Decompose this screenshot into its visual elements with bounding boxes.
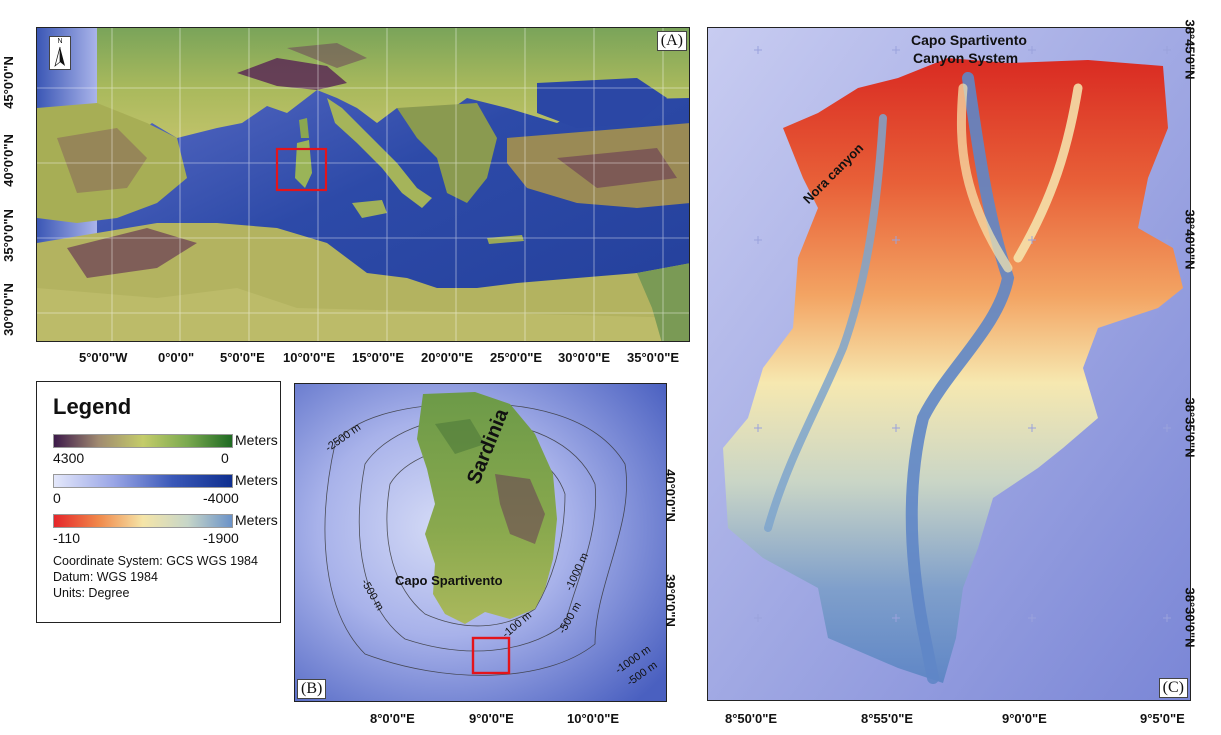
panel-a-x-tick: 30°0'0"E [558, 350, 611, 365]
canyon-depth-color-ramp [53, 514, 233, 528]
panel-a-x-tick: 10°0'0"E [283, 350, 336, 365]
panel-c-x-tick: 9°0'0"E [1002, 711, 1047, 726]
ramp-unit-label: Meters [235, 432, 278, 448]
ramp-min-label: 4300 [53, 450, 85, 466]
legend: Legend Meters 4300 0 Meters 0 -4000 Mete… [36, 381, 281, 623]
panel-a-letter: (A) [656, 31, 687, 51]
panel-a-y-tick: 30°0'0"N [0, 283, 16, 336]
study-area-box [471, 636, 511, 675]
panel-b-map: Sardinia Capo Spartivento -2500 m -500 m… [294, 383, 667, 702]
panel-c-y-tick: 38°45'0"N [1182, 19, 1198, 80]
units-text: Units: Degree [53, 586, 130, 600]
graticule-lines [37, 28, 689, 341]
canyon-system-title-line1: Capo Spartivento [911, 32, 1027, 48]
ramp-unit-label: Meters [235, 472, 278, 488]
panel-a-y-tick: 45°0'0"N [0, 56, 16, 109]
datum-text: Datum: WGS 1984 [53, 570, 158, 584]
ramp-min-label: 0 [53, 490, 61, 506]
canyon-bathymetry-graphic [708, 28, 1190, 700]
coordinate-system-text: Coordinate System: GCS WGS 1984 [53, 554, 258, 568]
panel-b-letter: (B) [297, 679, 327, 699]
ramp-max-label: -1900 [203, 530, 239, 546]
panel-a-x-tick: 0°0'0" [158, 350, 195, 365]
panel-c-x-tick: 8°55'0"E [861, 711, 914, 726]
bathymetry-color-ramp [53, 474, 233, 488]
panel-c-x-tick: 8°50'0"E [725, 711, 778, 726]
panel-a-map: N (A) [36, 27, 690, 342]
panel-b-y-tick: 39°0'0"N [662, 574, 678, 627]
panel-c-y-tick: 38°40'0"N [1182, 209, 1198, 270]
panel-a-x-tick: 5°0'0"E [220, 350, 265, 365]
panel-c-x-tick: 9°5'0"E [1140, 711, 1185, 726]
ramp-max-label: 0 [221, 450, 229, 466]
panel-c-letter: (C) [1158, 678, 1188, 698]
canyon-channels [764, 72, 1083, 684]
panel-a-x-tick: 25°0'0"E [490, 350, 543, 365]
canyon-system-title-line2: Canyon System [913, 50, 1019, 66]
ramp-unit-label: Meters [235, 512, 278, 528]
panel-a-y-tick: 40°0'0"N [0, 134, 16, 187]
north-arrow-label: N [57, 38, 63, 45]
panel-c-map: Capo Spartivento Canyon System Nora cany… [707, 27, 1191, 701]
panel-b-x-tick: 8°0'0"E [370, 711, 415, 726]
mediterranean-map-graphic [37, 28, 689, 341]
panel-c-y-tick: 38°30'0"N [1182, 587, 1198, 648]
panel-a-x-tick: 15°0'0"E [352, 350, 405, 365]
sardinia-highlight-box [275, 147, 328, 192]
legend-title: Legend [53, 394, 132, 419]
panel-a-y-tick: 35°0'0"N [0, 209, 16, 262]
ramp-min-label: -110 [53, 530, 80, 546]
capo-spartivento-label: Capo Spartivento [395, 573, 503, 588]
panel-a-x-tick: 35°0'0"E [627, 350, 680, 365]
panel-b-x-tick: 10°0'0"E [567, 711, 620, 726]
panel-b-x-tick: 9°0'0"E [469, 711, 514, 726]
panel-a-x-tick: 5°0'0"W [79, 350, 128, 365]
north-arrow-icon: N [49, 36, 71, 70]
sardinia-map-graphic [295, 384, 666, 701]
graticule-crosses [754, 46, 1171, 622]
sardinia-island [417, 392, 557, 624]
panel-c-y-tick: 38°35'0"N [1182, 397, 1198, 458]
elevation-color-ramp [53, 434, 233, 448]
ramp-max-label: -4000 [203, 490, 239, 506]
panel-a-x-tick: 20°0'0"E [421, 350, 474, 365]
panel-b-y-tick: 40°0'0"N [662, 469, 678, 522]
